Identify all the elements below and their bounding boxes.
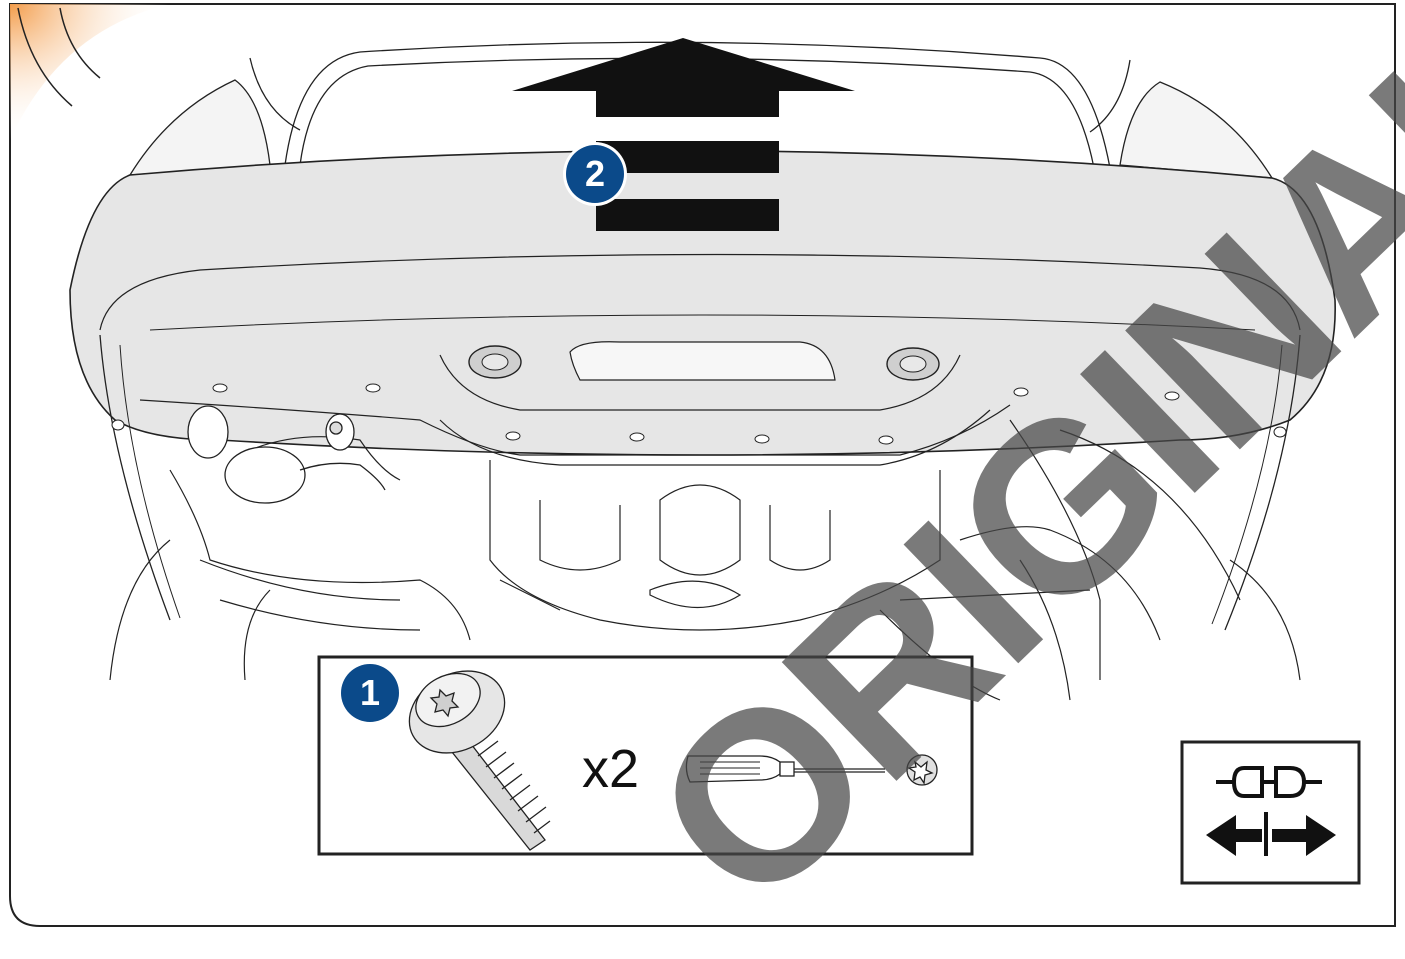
- connector-box: [1180, 740, 1361, 885]
- step-2-badge: 2: [566, 145, 624, 203]
- upward-arrow-icon: [512, 38, 855, 231]
- bumper-screw-right: [886, 347, 940, 381]
- disconnect-connector-icon: [1216, 766, 1322, 856]
- rear-bumper: [69, 149, 1336, 631]
- quantity-label: x2: [582, 739, 640, 799]
- step-1-badge: 1: [341, 664, 399, 722]
- corner-accent: [10, 4, 170, 140]
- diagram-canvas: [9, 3, 1396, 927]
- torx-screwdriver-icon: [685, 754, 938, 786]
- clip-holes: [111, 383, 1287, 445]
- underbody-structure: [109, 399, 1301, 701]
- separate-arrows-icon: [1206, 815, 1336, 856]
- torx-screw-icon: [408, 670, 551, 851]
- parts-box: [317, 655, 974, 856]
- bumper-screw-left: [468, 345, 522, 379]
- corner-arc-outer: [17, 7, 73, 107]
- outer-frame: [9, 3, 1396, 927]
- instruction-diagram: 2 1 x2 ORIGINAL: [9, 0, 1405, 956]
- corner-arc-inner: [59, 7, 101, 79]
- tow-parts: [187, 405, 386, 504]
- tail-lights: [128, 79, 1274, 179]
